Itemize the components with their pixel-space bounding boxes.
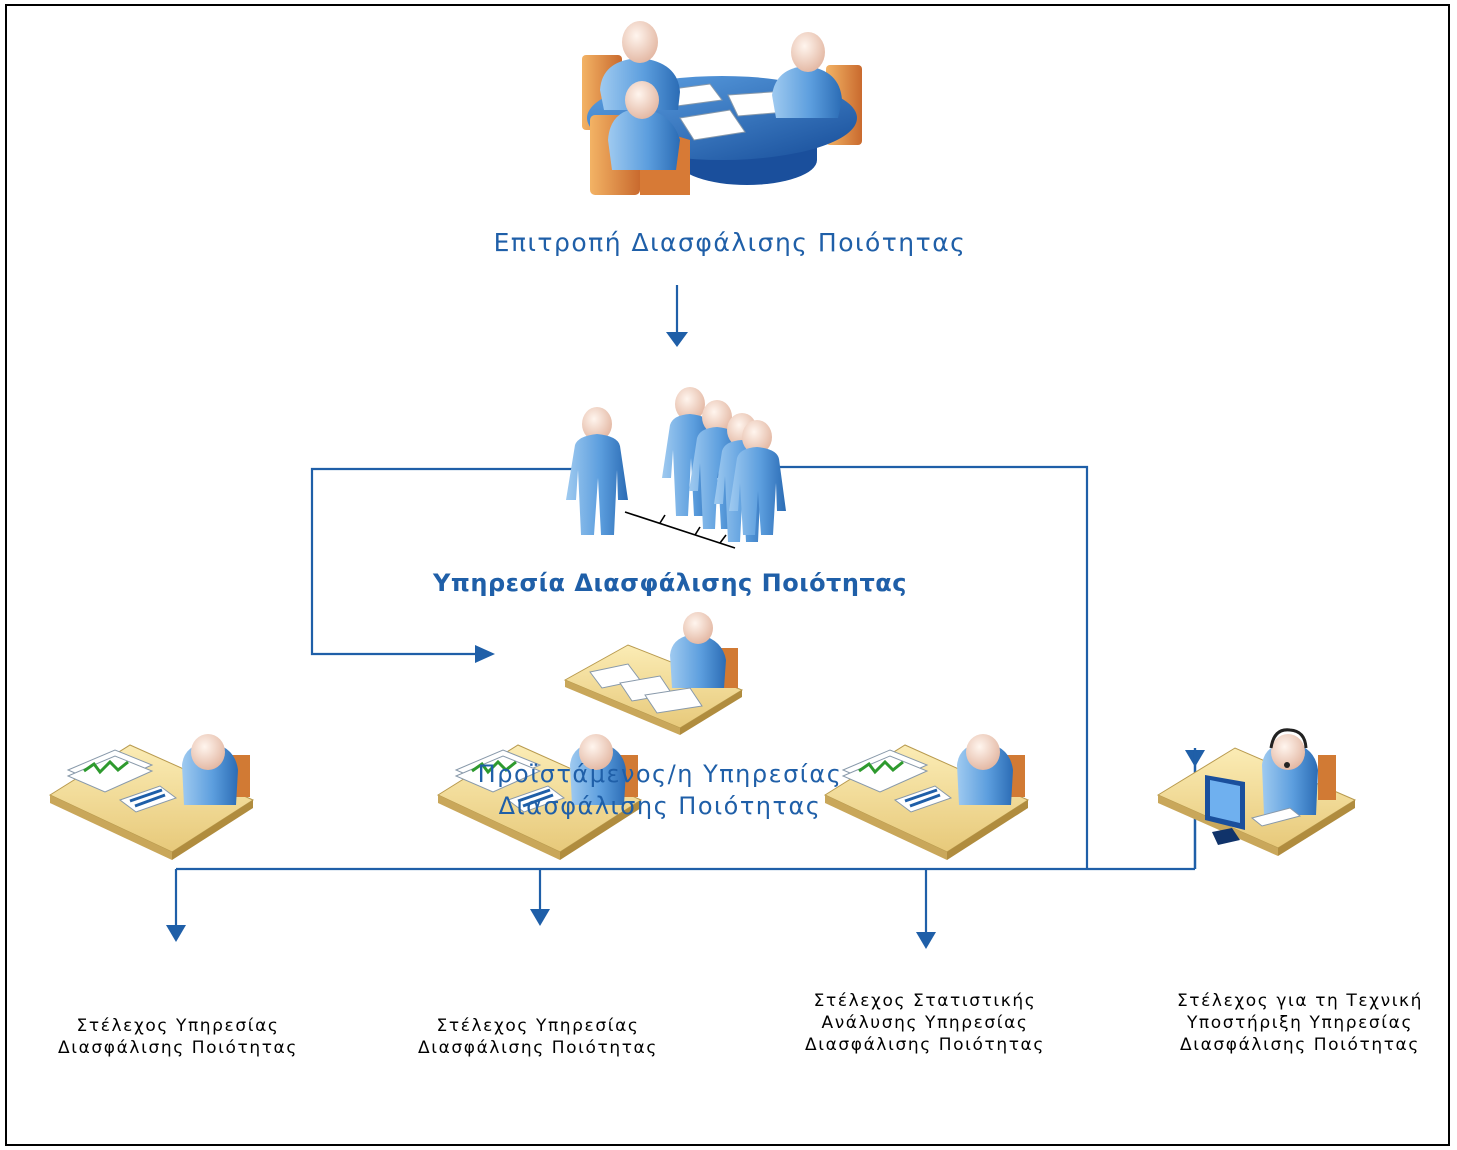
staff-label-1: Στέλεχος Υπηρεσίας Διασφάλισης Ποιότητας <box>58 1016 298 1059</box>
connector-service-to-head <box>310 467 590 656</box>
analyst-desk-icon-1 <box>48 734 255 860</box>
connector-service-to-staff <box>778 465 1089 869</box>
committee-label: Επιτροπή Διασφάλισης Ποιότητας <box>493 228 967 257</box>
analyst-desk-icon-2 <box>436 734 643 860</box>
diagram-frame <box>5 4 1450 1146</box>
head-label: Προϊστάμενος/η Υπηρεσίας Διασφάλισης Ποι… <box>477 760 843 821</box>
service-label: Υπηρεσία Διασφάλισης Ποιότητας <box>433 569 907 597</box>
staff-label-4: Στέλεχος για τη Τεχνική Υποστήριξη Υπηρε… <box>1176 991 1424 1056</box>
arrowhead-head <box>475 645 495 663</box>
connectors <box>166 285 1197 949</box>
staff-label-2: Στέλεχος Υπηρεσίας Διασφάλισης Ποιότητας <box>418 1016 658 1059</box>
arrowhead-committee <box>666 332 688 347</box>
arrowhead-staff-1 <box>166 925 186 942</box>
head-desk-icon <box>563 612 744 735</box>
people-group-icon <box>566 387 786 549</box>
arrowhead-staff-3 <box>916 932 936 949</box>
arrowhead-staff-2 <box>530 909 550 926</box>
staff-label-3: Στέλεχος Στατιστικής Ανάλυσης Υπηρεσίας … <box>805 991 1045 1056</box>
meeting-table-icon <box>582 21 862 195</box>
analyst-desk-icon-3 <box>823 734 1030 860</box>
tech-support-desk-icon <box>1156 728 1357 856</box>
